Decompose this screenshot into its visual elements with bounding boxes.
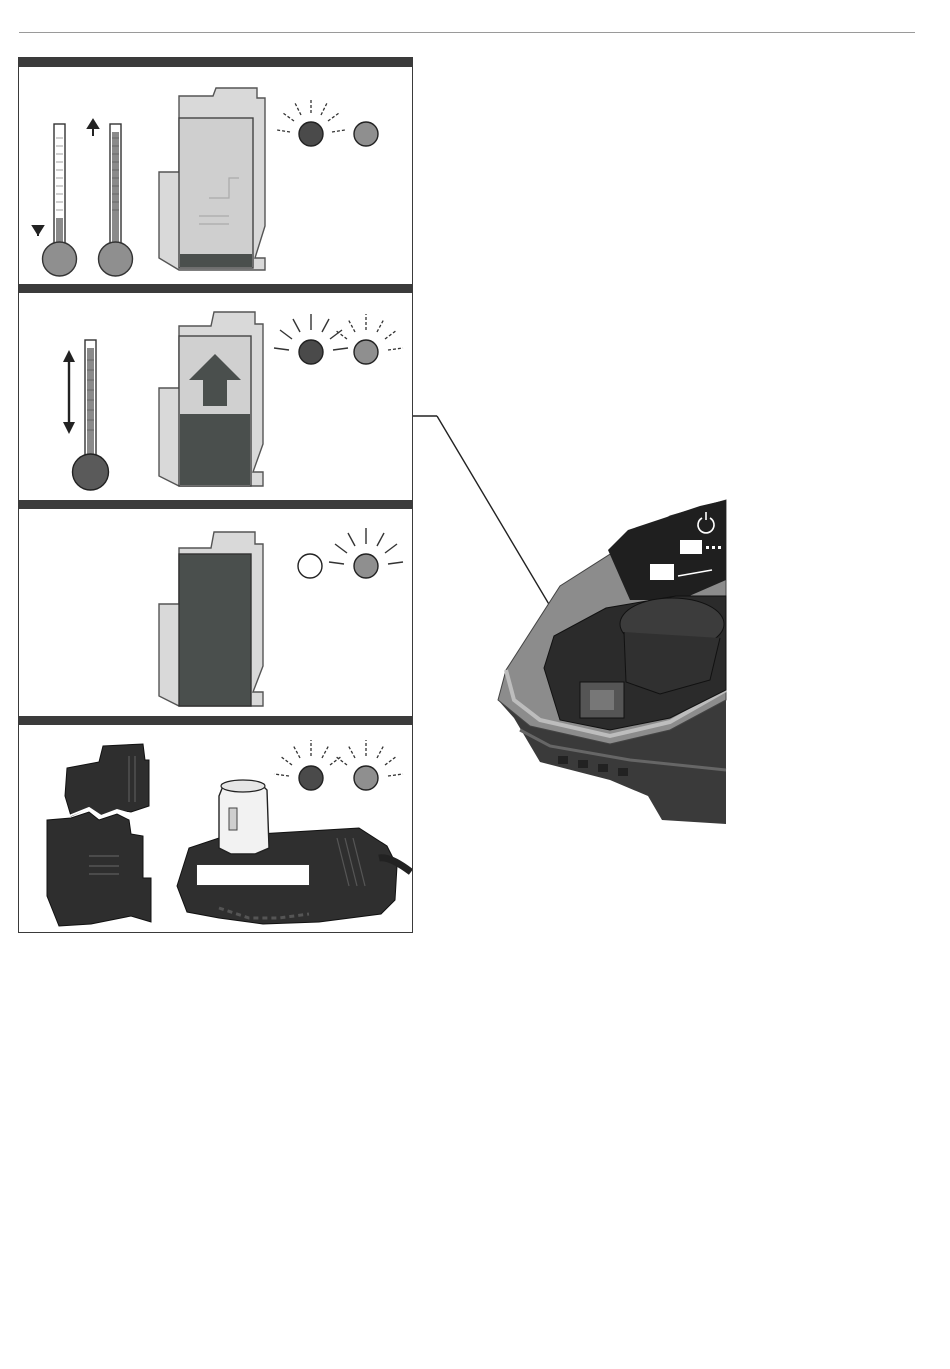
battery-charging-icon xyxy=(159,312,263,486)
battery-indicator-icon xyxy=(680,540,702,554)
indicator-panels-frame xyxy=(18,57,413,933)
led-gray-icon xyxy=(354,766,378,790)
thermometer-normal-icon xyxy=(73,340,109,490)
fully-charged-illustration xyxy=(19,500,412,716)
page-top-rule xyxy=(19,32,915,33)
broken-battery-icon xyxy=(47,744,151,926)
thermometer-cold-icon xyxy=(43,124,77,276)
defective-illustration xyxy=(19,716,412,932)
battery-full-icon xyxy=(159,532,263,706)
charging-illustration xyxy=(19,284,412,500)
led-dark-icon xyxy=(299,122,323,146)
charger-closeup-illustration xyxy=(410,400,740,830)
battery-low-icon xyxy=(159,88,265,270)
led-dark-icon xyxy=(299,340,323,364)
led-gray-icon xyxy=(354,340,378,364)
panel-defective xyxy=(19,716,412,932)
arrow-down-icon xyxy=(33,226,43,236)
panel-fully-charged xyxy=(19,500,412,716)
led-gray-icon xyxy=(354,554,378,578)
thermometer-hot-icon xyxy=(99,124,133,276)
charger-with-battery-icon xyxy=(177,780,411,924)
temperature-fault-illustration xyxy=(19,58,412,284)
charger-label-box xyxy=(196,864,310,886)
arrow-up-icon xyxy=(88,120,98,136)
led-off-icon xyxy=(298,554,322,578)
panel-temperature-fault xyxy=(19,58,412,284)
panel-charging xyxy=(19,284,412,500)
led-dark-icon xyxy=(299,766,323,790)
led-gray-steady-icon xyxy=(354,122,378,146)
